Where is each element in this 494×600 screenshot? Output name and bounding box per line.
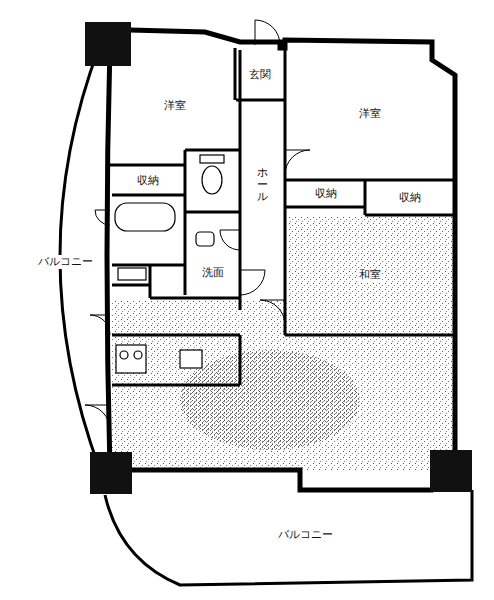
hall: ホール: [242, 110, 283, 260]
washitsu-floor: [287, 217, 453, 333]
balcony-outline: [105, 490, 472, 585]
room-label: バルコニー: [37, 255, 94, 268]
western-room: 洋室: [287, 50, 453, 178]
entrance: 玄関: [237, 52, 283, 98]
room-label: 和室: [358, 268, 382, 281]
room-label: 玄関: [248, 68, 272, 81]
ldk-floor: [180, 350, 360, 450]
storage: 収納: [367, 182, 453, 214]
column: [85, 22, 131, 66]
fixture: [115, 155, 224, 373]
balcony: バルコニー: [180, 515, 430, 555]
western-room: 洋室: [112, 48, 238, 163]
exterior-wall: [107, 30, 455, 490]
washroom: 洗面: [187, 250, 239, 296]
column: [430, 450, 472, 492]
balcony: バルコニー: [22, 250, 108, 274]
door-swing: [85, 20, 310, 430]
room-label: 収納: [136, 174, 160, 187]
room-label: 洋室: [358, 107, 382, 120]
room-label: バルコニー: [277, 528, 334, 541]
room-label: 洋室: [163, 99, 187, 112]
room-label: 洗面: [201, 266, 225, 279]
storage: 収納: [287, 182, 364, 206]
room-label: 収納: [314, 187, 338, 200]
interior-wall: [110, 48, 455, 385]
room-label: 収納: [398, 191, 422, 204]
room-label: ホール: [257, 166, 268, 204]
storage: 収納: [113, 167, 183, 194]
japanese-room: 和室: [310, 240, 430, 310]
column: [90, 452, 132, 494]
